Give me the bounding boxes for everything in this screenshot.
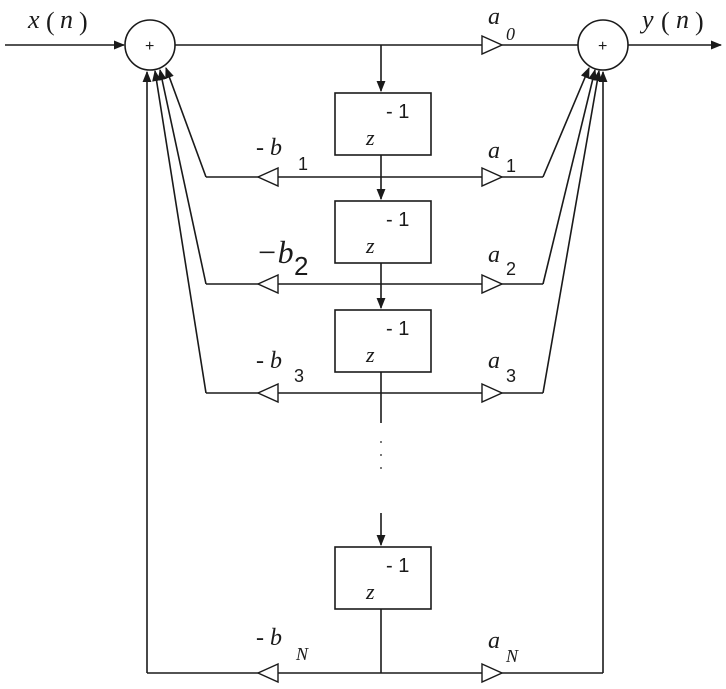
- gain-bN-label: - b: [256, 625, 282, 651]
- gain-a2-label: a: [488, 242, 500, 268]
- delay-2: [334, 200, 432, 264]
- right-adder-plus-icon: +: [598, 38, 607, 55]
- svg-text:- 1: - 1: [386, 101, 409, 123]
- gain-a2-triangle: [481, 273, 504, 295]
- delay-N: [334, 546, 432, 610]
- delay-N-label: z - 1: [365, 555, 409, 604]
- svg-text:y: y: [639, 5, 654, 34]
- gain-bN-triangle: [256, 662, 279, 684]
- gain-a0-triangle: [481, 34, 504, 56]
- gain-a0-label: a: [488, 4, 500, 30]
- gain-a0-subscript: 0: [506, 24, 515, 44]
- feedback-b3-line: [152, 69, 207, 394]
- output-label: y ( n ): [639, 5, 704, 36]
- svg-text:(: (: [661, 7, 670, 36]
- ellipsis-dot: [380, 467, 382, 469]
- svg-text:(: (: [46, 7, 55, 36]
- gain-b3-triangle: [256, 382, 279, 404]
- feedback-b2-line: [157, 68, 207, 285]
- gain-a1-label: a: [488, 138, 500, 164]
- gain-b1-subscript: 1: [298, 154, 308, 174]
- gain-a3-label: a: [488, 348, 500, 374]
- svg-text:n: n: [60, 5, 73, 34]
- gain-b1-triangle: [256, 166, 279, 188]
- delay-3: [334, 309, 432, 373]
- ellipsis-dot: [380, 441, 382, 443]
- svg-text:z: z: [365, 233, 375, 258]
- gain-a1-triangle: [481, 166, 504, 188]
- delay-1: [334, 92, 432, 156]
- gain-b1-label: - b: [256, 135, 282, 161]
- gain-b2-subscript: 2: [294, 251, 308, 281]
- gain-a1-subscript: 1: [506, 156, 516, 176]
- gain-a3-subscript: 3: [506, 366, 516, 386]
- svg-text:x: x: [27, 5, 40, 34]
- gain-bN-subscript: N: [295, 644, 309, 664]
- svg-text:z: z: [365, 125, 375, 150]
- svg-text:- 1: - 1: [386, 209, 409, 231]
- gain-aN-label: a: [488, 628, 500, 654]
- svg-text:- 1: - 1: [386, 555, 409, 577]
- svg-text:n: n: [676, 5, 689, 34]
- delay-1-label: z - 1: [365, 101, 409, 150]
- svg-text:- 1: - 1: [386, 318, 409, 340]
- gain-aN-triangle: [481, 662, 504, 684]
- feedback-b1-line: [165, 66, 207, 178]
- input-label: x ( n ): [27, 5, 88, 36]
- ellipsis-dot: [380, 454, 382, 456]
- gain-b3-label: - b: [256, 348, 282, 374]
- feedforward-a3-line: [542, 69, 602, 394]
- left-adder-plus-icon: +: [145, 38, 154, 55]
- gain-a3-triangle: [481, 382, 504, 404]
- svg-text:z: z: [365, 579, 375, 604]
- gain-b2-label: −b: [256, 234, 294, 270]
- delay-3-label: z - 1: [365, 318, 409, 367]
- gain-b2-triangle: [256, 273, 279, 295]
- svg-text:z: z: [365, 342, 375, 367]
- delay-2-label: z - 1: [365, 209, 409, 258]
- gain-aN-subscript: N: [505, 646, 519, 666]
- svg-text:): ): [79, 7, 88, 36]
- gain-a2-subscript: 2: [506, 259, 516, 279]
- feedforward-a2-line: [542, 68, 597, 285]
- gain-b3-subscript: 3: [294, 366, 304, 386]
- feedforward-a1-line: [542, 66, 590, 178]
- svg-text:): ): [695, 7, 704, 36]
